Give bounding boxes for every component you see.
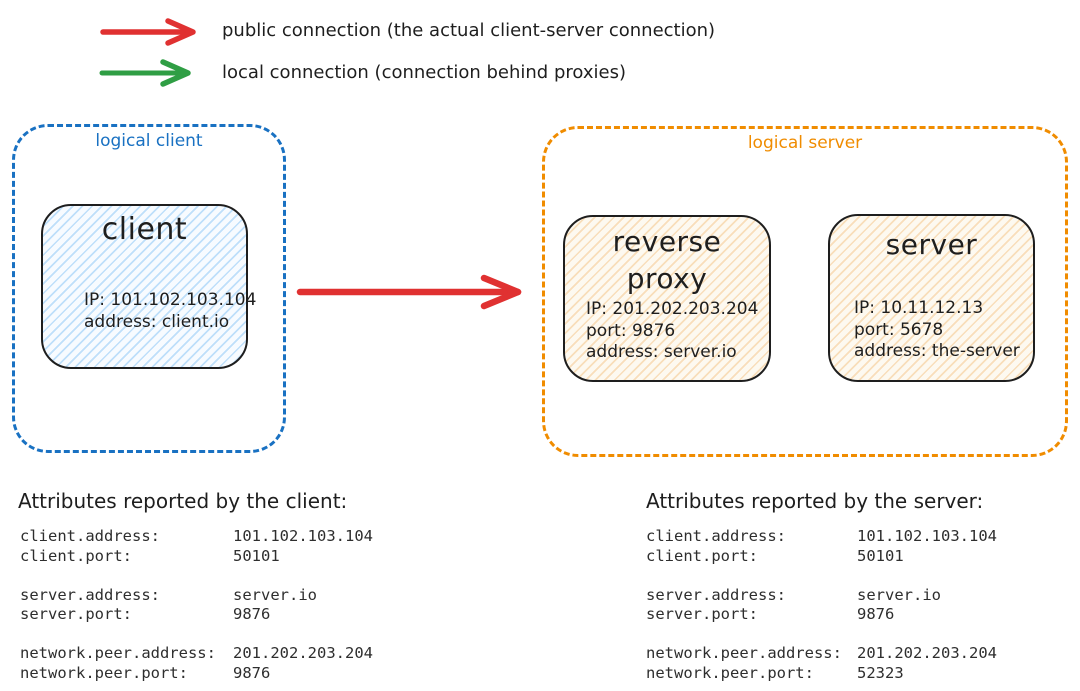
logical-client-label: logical client — [95, 131, 203, 151]
attr-value: 101.102.103.104 — [233, 527, 373, 545]
logical-server-group: logical server reverse proxy IP: 201.202… — [542, 126, 1068, 457]
server-port-line: port: 5678 — [854, 319, 944, 340]
attr-value: 9876 — [233, 605, 271, 623]
attr-value: 50101 — [233, 546, 280, 565]
legend-label-public: public connection (the actual client-ser… — [222, 20, 716, 41]
client-attr-group-server: server.address: server.io server.port: 987… — [20, 586, 373, 625]
client-attr-group-network-peer: network.peer.address: 201.202.203.204 net… — [20, 644, 373, 683]
server-attr-group-client: client.address: 101.102.103.104 client.po… — [646, 527, 997, 566]
attr-key: client.address: — [646, 527, 786, 545]
reverse-proxy-port-line: port: 9876 — [586, 320, 676, 341]
attr-row: client.port: 50101 — [646, 547, 997, 567]
attr-row: server.port: 9876 — [20, 605, 373, 625]
client-ip-line: IP: 101.102.103.104 — [84, 290, 257, 310]
server-attr-group-server: server.address: server.io server.port: 987… — [646, 586, 997, 625]
client-node-details: IP: 101.102.103.104 address: client.io — [84, 290, 256, 333]
attr-row: network.peer.port: 52323 — [646, 664, 997, 684]
attr-key: server.port: — [20, 605, 132, 623]
local-connection-arrow-icon — [95, 56, 205, 93]
attr-value: server.io — [857, 585, 941, 604]
attr-key: server.address: — [646, 585, 786, 604]
attr-key: server.port: — [646, 605, 758, 623]
legend-label-local: local connection (connection behind prox… — [222, 62, 626, 83]
logical-server-label: logical server — [747, 133, 863, 153]
client-attr-group-client: client.address: 101.102.103.104 client.po… — [20, 527, 373, 566]
server-node: server IP: 10.11.12.13 port: 5678 addres… — [828, 214, 1035, 382]
client-node: client IP: 101.102.103.104 address: clie… — [41, 204, 256, 369]
attr-value: 9876 — [233, 663, 271, 682]
attr-value: 101.102.103.104 — [857, 527, 997, 545]
reverse-proxy-node-title: reverse proxy — [612, 225, 722, 295]
attr-row: server.address: server.io — [20, 586, 373, 606]
attr-key: network.peer.port: — [646, 663, 814, 682]
attr-key: client.port: — [20, 546, 132, 565]
client-address-line: address: client.io — [84, 311, 230, 332]
public-connection-arrow-icon — [95, 14, 205, 51]
client-attributes-heading: Attributes reported by the client: — [18, 489, 348, 513]
server-attributes-table: client.address: 101.102.103.104 client.po… — [646, 527, 997, 691]
server-address-line: address: the-server — [854, 341, 1020, 361]
reverse-proxy-address-line: address: server.io — [586, 342, 737, 362]
attr-row: server.address: server.io — [646, 586, 997, 606]
attr-value: 52323 — [857, 663, 904, 682]
attr-row: network.peer.port: 9876 — [20, 664, 373, 684]
attr-key: server.address: — [20, 585, 160, 604]
attr-key: client.port: — [646, 546, 758, 565]
reverse-proxy-details: IP: 201.202.203.204 port: 9876 address: … — [586, 299, 758, 364]
reverse-proxy-node: reverse proxy IP: 201.202.203.204 port: … — [563, 215, 771, 382]
attr-value: 201.202.203.204 — [233, 644, 373, 662]
attr-row: client.address: 101.102.103.104 — [20, 527, 373, 547]
server-attributes-heading: Attributes reported by the server: — [646, 489, 984, 513]
client-node-title: client — [101, 212, 188, 247]
server-details: IP: 10.11.12.13 port: 5678 address: the-… — [854, 298, 1020, 363]
attr-row: network.peer.address: 201.202.203.204 — [20, 644, 373, 664]
attr-key: client.address: — [20, 527, 160, 545]
server-ip-line: IP: 10.11.12.13 — [854, 298, 984, 318]
attr-value: server.io — [233, 585, 317, 604]
attr-key: network.peer.address: — [646, 644, 842, 662]
server-attr-group-network-peer: network.peer.address: 201.202.203.204 net… — [646, 644, 997, 683]
reverse-proxy-ip-line: IP: 201.202.203.204 — [586, 299, 759, 319]
attr-value: 9876 — [857, 605, 895, 623]
attr-key: network.peer.address: — [20, 644, 216, 662]
attr-value: 201.202.203.204 — [857, 644, 997, 662]
attr-value: 50101 — [857, 546, 904, 565]
attr-key: network.peer.port: — [20, 663, 188, 682]
server-node-title: server — [885, 228, 978, 261]
attr-row: server.port: 9876 — [646, 605, 997, 625]
attr-row: network.peer.address: 201.202.203.204 — [646, 644, 997, 664]
logical-client-group: logical client client IP: 101.102.103.10… — [12, 124, 286, 453]
attr-row: client.port: 50101 — [20, 547, 373, 567]
client-attributes-table: client.address: 101.102.103.104 client.po… — [20, 527, 373, 691]
client-to-server-arrow-icon — [288, 262, 533, 322]
attr-row: client.address: 101.102.103.104 — [646, 527, 997, 547]
